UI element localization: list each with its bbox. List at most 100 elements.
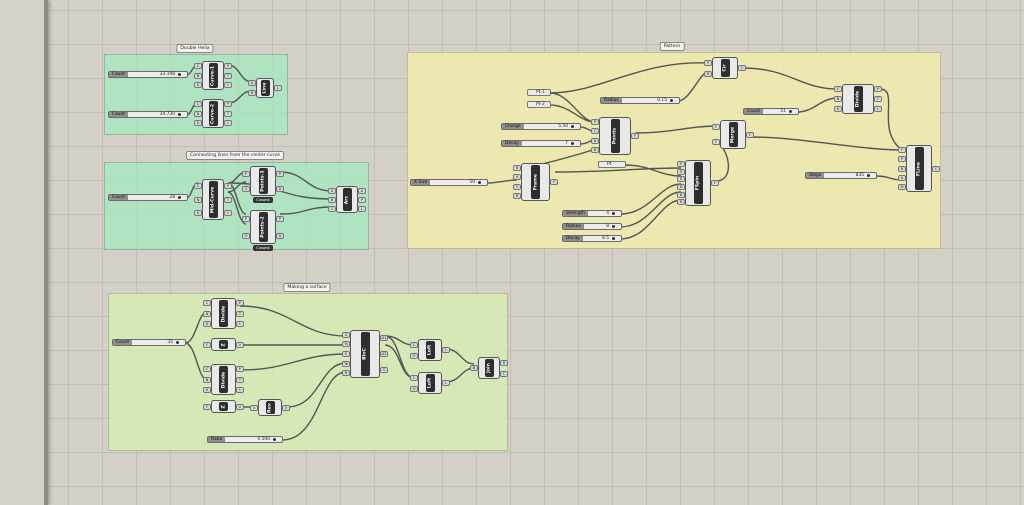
output-port[interactable]: P [224,100,232,107]
input-port[interactable]: F [712,138,720,145]
input-port[interactable]: F [203,403,211,410]
group-title-pattern[interactable]: Pattern [659,42,685,51]
output-port[interactable]: P [224,182,232,189]
input-port[interactable]: A [328,187,336,194]
output-port[interactable]: P [236,300,244,307]
slider-knob[interactable] [867,174,870,177]
output-port[interactable]: P [358,196,366,203]
input-port[interactable]: R [704,70,712,77]
output-port[interactable]: P [276,215,284,222]
input-port[interactable]: N [194,110,202,117]
slider-knob[interactable] [789,110,792,113]
output-port[interactable]: C [738,65,746,71]
input-port[interactable]: Te [342,360,350,367]
input-port[interactable]: R [677,199,685,206]
input-port[interactable]: G [242,232,250,239]
output-port[interactable]: t [874,106,882,112]
output-port[interactable]: A [358,187,366,194]
output-port[interactable]: T [224,196,232,203]
output-port[interactable]: A2 [380,351,388,357]
input-port[interactable]: S [342,331,350,338]
input-port[interactable]: P [898,156,906,163]
input-port[interactable]: K [203,320,211,327]
input-port[interactable]: G [242,185,250,192]
input-port[interactable]: N [203,376,211,383]
output-port[interactable]: F [711,180,719,186]
input-port[interactable]: N [194,72,202,79]
input-port[interactable]: F [712,124,720,131]
input-port[interactable]: C [328,205,336,212]
output-port[interactable]: V [236,341,244,348]
input-port[interactable]: C [834,86,842,92]
input-port[interactable]: X [513,174,521,181]
output-port[interactable]: t [224,120,232,127]
input-port[interactable]: K [203,386,211,393]
input-port[interactable]: C [194,100,202,107]
input-port[interactable]: E [342,351,350,357]
slider-knob[interactable] [612,212,615,215]
slider-knob[interactable] [178,113,181,116]
group-title-double-helix[interactable]: Double Helix [176,44,214,53]
input-port[interactable]: B [591,147,599,154]
input-port[interactable]: B [470,365,478,371]
input-port[interactable]: V [250,404,258,411]
output-port[interactable]: F [631,133,639,139]
input-port[interactable]: C [194,182,202,189]
output-port[interactable]: T [224,72,232,79]
input-port[interactable]: P [591,118,599,125]
input-port[interactable]: P [677,160,685,167]
output-port[interactable]: B [500,359,508,366]
output-port[interactable]: T [236,310,244,317]
group-pattern[interactable] [407,52,941,249]
input-port[interactable]: R [513,193,521,200]
input-port[interactable]: O [410,385,418,392]
input-port[interactable]: Y [513,183,521,190]
slider-knob[interactable] [612,237,615,240]
output-port[interactable]: L [442,347,450,353]
output-port[interactable]: D [276,232,284,239]
output-port[interactable]: T [874,96,882,102]
slider-knob[interactable] [670,99,673,102]
input-port[interactable]: O [410,352,418,359]
output-port[interactable]: t [236,320,244,327]
output-port[interactable]: t [224,82,232,89]
input-port[interactable]: C [410,341,418,348]
input-port[interactable]: P [242,215,250,222]
output-port[interactable]: D [276,185,284,192]
input-port[interactable]: D [591,137,599,144]
output-port[interactable]: C [932,165,940,172]
input-port[interactable]: B [677,191,685,198]
group-title-surface[interactable]: Making a surface [283,283,331,292]
input-port[interactable]: C [203,366,211,373]
slider-knob[interactable] [478,181,481,184]
output-port[interactable]: V [236,403,244,410]
input-port[interactable]: N [898,165,906,172]
input-port[interactable]: K [834,106,842,112]
